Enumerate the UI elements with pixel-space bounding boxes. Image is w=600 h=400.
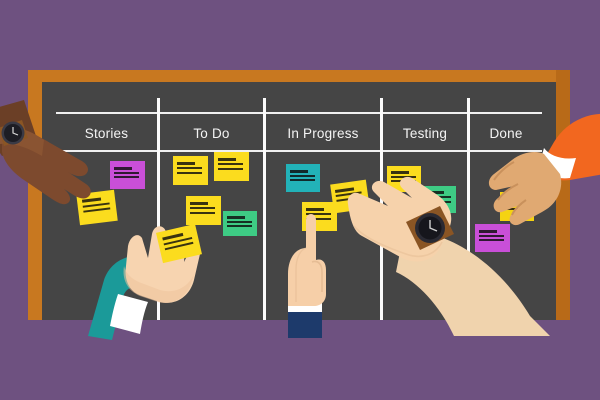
watch-icon <box>406 206 454 250</box>
note-line <box>306 207 325 211</box>
note-line <box>114 166 133 170</box>
note-line <box>177 167 203 170</box>
note-line <box>190 201 209 205</box>
column-header-done[interactable]: Done <box>489 126 523 141</box>
note-line <box>290 179 315 182</box>
note-line <box>114 176 140 179</box>
note-line <box>227 216 245 219</box>
note-line <box>190 207 216 210</box>
column-header-in-progress[interactable]: In Progress <box>287 126 359 141</box>
note-line <box>479 229 498 233</box>
hand-navy-pointing <box>272 214 342 338</box>
note-line <box>306 213 332 216</box>
sticky-note-done-note-magenta[interactable] <box>475 224 510 252</box>
column-header-testing[interactable]: Testing <box>402 126 448 141</box>
note-line <box>177 161 196 165</box>
note-line <box>218 167 244 170</box>
column-header-stories[interactable]: Stories <box>84 126 129 141</box>
column-divider-1 <box>157 98 160 320</box>
note-line <box>426 191 444 195</box>
sticky-note-stories-note-magenta[interactable] <box>110 161 145 189</box>
note-line <box>114 171 140 174</box>
sticky-note-inprogress-note-teal[interactable] <box>286 164 320 192</box>
column-header-todo[interactable]: To Do <box>193 126 230 141</box>
note-line <box>391 171 409 175</box>
note-line <box>391 175 416 179</box>
hand-dark-pointing-left <box>0 100 124 208</box>
note-line <box>190 211 216 214</box>
note-line <box>218 163 244 166</box>
sticky-note-todo-note-3[interactable] <box>186 196 221 225</box>
header-rule-bottom <box>56 150 542 152</box>
sticky-note-todo-note-2[interactable] <box>214 152 249 181</box>
note-line <box>290 169 308 173</box>
note-line <box>227 224 252 227</box>
column-divider-2 <box>263 98 266 320</box>
note-line <box>177 171 203 174</box>
hand-orange-sleeve <box>484 113 600 238</box>
note-line <box>227 220 252 223</box>
hand-bare-arm-watch <box>344 176 574 336</box>
note-line <box>306 217 332 220</box>
header-rule-top <box>56 112 542 114</box>
note-line <box>479 239 505 242</box>
note-line <box>218 157 237 161</box>
sticky-note-todo-note-1[interactable] <box>173 156 208 185</box>
watch-icon <box>0 120 28 146</box>
note-line <box>479 234 505 237</box>
note-line <box>290 174 315 177</box>
sticky-note-todo-note-green[interactable] <box>223 211 257 236</box>
column-divider-4 <box>467 98 470 320</box>
